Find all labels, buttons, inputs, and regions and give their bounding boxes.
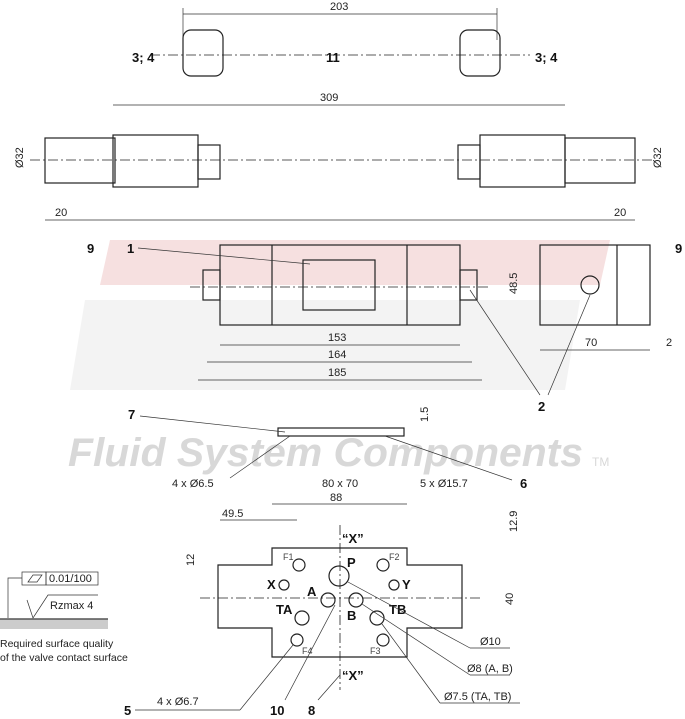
seal-view: 7 1.5 4 x Ø6.5 80 x 70 5 x Ø15.7 6 bbox=[128, 407, 527, 491]
label-2: 2 bbox=[538, 399, 545, 414]
dim-2: 2 bbox=[666, 337, 672, 349]
label-9-right: 9 bbox=[675, 241, 682, 256]
label-9-left: 9 bbox=[87, 241, 94, 256]
holes-4x6-5: 4 x Ø6.5 bbox=[172, 478, 214, 490]
port-label-p: P bbox=[347, 555, 356, 570]
dia-32-right: Ø32 bbox=[652, 147, 664, 168]
surface-requirement: 0.01/100 Rzmax 4 Required surface qualit… bbox=[0, 571, 128, 664]
holes-5x15-7: 5 x Ø15.7 bbox=[420, 478, 468, 490]
dim-309: 309 bbox=[320, 92, 338, 104]
label-3-4-right: 3; 4 bbox=[535, 50, 558, 65]
fix-f4: F4 bbox=[302, 646, 313, 656]
fix-f2: F2 bbox=[389, 552, 400, 562]
port-p bbox=[328, 565, 350, 587]
callout-d7-5: Ø7.5 (TA, TB) bbox=[444, 691, 511, 703]
flatness-icon bbox=[27, 574, 43, 583]
dim-88: 88 bbox=[330, 492, 342, 504]
label-6: 6 bbox=[520, 476, 527, 491]
pattern-80x70: 80 x 70 bbox=[322, 478, 358, 490]
port-label-y: Y bbox=[402, 577, 411, 592]
label-1: 1 bbox=[127, 241, 134, 256]
dim-185: 185 bbox=[328, 367, 346, 379]
dim-40: 40 bbox=[504, 593, 516, 605]
callout-d10: Ø10 bbox=[480, 636, 501, 648]
fix-f3: F3 bbox=[370, 646, 381, 656]
label-3-4-left: 3; 4 bbox=[132, 50, 155, 65]
dim-164: 164 bbox=[328, 349, 346, 361]
dim-12: 12 bbox=[185, 554, 197, 566]
surface-caption-line1: Required surface quality bbox=[0, 638, 114, 650]
side-view: 309 3; 4 3; 4 Ø32 Ø32 20 20 9 9 bbox=[14, 50, 682, 256]
port-label-b: B bbox=[347, 608, 356, 623]
label-7: 7 bbox=[128, 407, 135, 422]
port-label-tb: TB bbox=[389, 602, 406, 617]
dim-49-5: 49.5 bbox=[222, 508, 243, 520]
port-label-ta: TA bbox=[276, 602, 293, 617]
callout-holes: 4 x Ø6.7 bbox=[157, 696, 199, 708]
x-label-bottom: “X” bbox=[342, 668, 364, 683]
valve-interface-outline bbox=[217, 547, 463, 658]
front-view: 1 153 164 185 48.5 70 2 2 bbox=[127, 241, 672, 414]
dim-1-5: 1.5 bbox=[419, 407, 431, 422]
surface-caption-line2: of the valve contact surface bbox=[0, 652, 128, 664]
callout-d8: Ø8 (A, B) bbox=[467, 663, 513, 675]
port-label-x: X bbox=[267, 577, 276, 592]
label-5: 5 bbox=[124, 703, 131, 718]
roughness-value: Rzmax 4 bbox=[50, 600, 93, 612]
watermark-tm: TM bbox=[592, 455, 609, 469]
watermark-text: Fluid System Components bbox=[68, 431, 583, 475]
watermark-logo bbox=[100, 240, 610, 285]
x-label-top: “X” bbox=[342, 531, 364, 546]
fix-f1: F1 bbox=[283, 552, 294, 562]
top-view: 203 11 bbox=[150, 1, 530, 77]
dim-203: 203 bbox=[330, 1, 348, 13]
dim-12-9: 12.9 bbox=[508, 511, 520, 532]
label-11: 11 bbox=[326, 50, 340, 65]
port-view: 88 49.5 12.9 12 40 “X” “X” P X Y A B TA … bbox=[124, 492, 520, 718]
dim-70: 70 bbox=[585, 337, 597, 349]
dim-20-right: 20 bbox=[614, 207, 626, 219]
label-8: 8 bbox=[308, 703, 315, 718]
dim-48-5: 48.5 bbox=[508, 273, 520, 294]
dim-20-left: 20 bbox=[55, 207, 67, 219]
port-label-a: A bbox=[307, 584, 317, 599]
dim-153: 153 bbox=[328, 332, 346, 344]
flatness-value: 0.01/100 bbox=[49, 573, 92, 585]
label-10: 10 bbox=[270, 703, 284, 718]
dia-32-left: Ø32 bbox=[14, 147, 26, 168]
